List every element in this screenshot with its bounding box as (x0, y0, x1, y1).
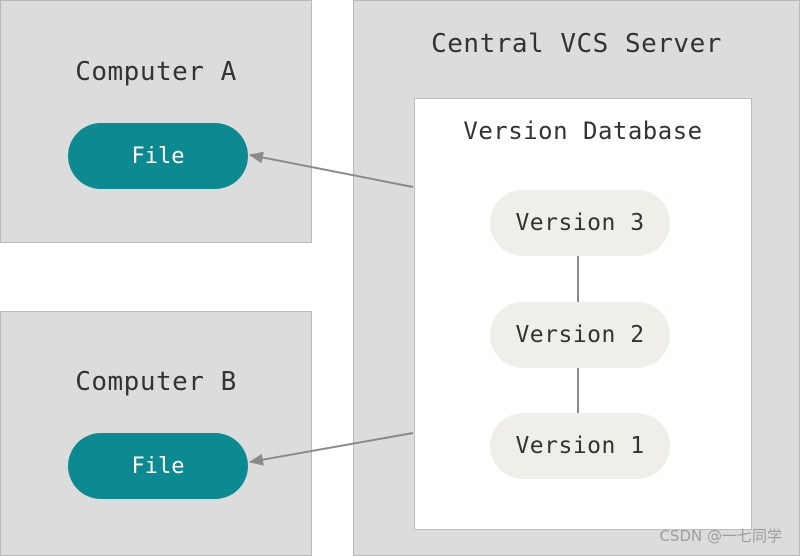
server-title: Central VCS Server (431, 29, 722, 59)
computer-a-box: Computer A File (0, 0, 312, 243)
computer-b-box: Computer B File (0, 311, 312, 556)
computer-b-title: Computer B (75, 367, 237, 397)
central-vcs-server-box: Central VCS Server Version Database Vers… (353, 0, 800, 556)
computer-b-file-pill: File (68, 433, 248, 499)
version-connector-2-1 (577, 367, 579, 413)
version-1-pill: Version 1 (490, 413, 670, 479)
version-3-pill: Version 3 (490, 190, 670, 256)
version-database-title: Version Database (463, 117, 703, 145)
version-2-pill: Version 2 (490, 302, 670, 368)
version-database-box: Version Database Version 3 Version 2 Ver… (414, 98, 752, 530)
watermark: CSDN @一七同学 (659, 527, 782, 545)
computer-a-file-pill: File (68, 123, 248, 189)
version-connector-3-2 (577, 255, 579, 303)
computer-a-title: Computer A (75, 57, 237, 87)
